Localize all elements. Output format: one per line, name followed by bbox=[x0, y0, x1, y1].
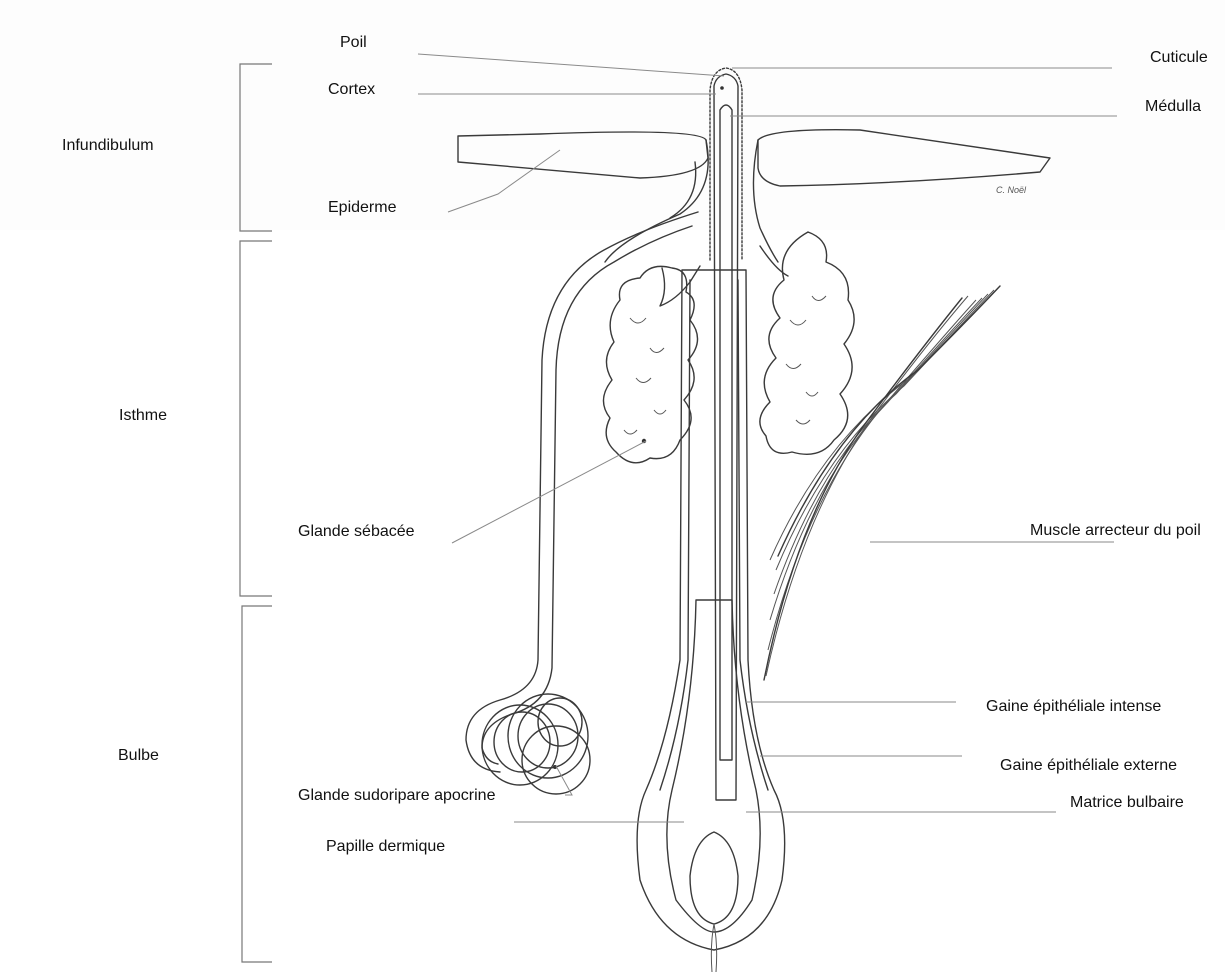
region-label-infundibulum: Infundibulum bbox=[62, 137, 154, 154]
label-matrice-bulbaire: Matrice bulbaire bbox=[1070, 794, 1184, 811]
label-muscle-arrecteur: Muscle arrecteur du poil bbox=[1030, 522, 1201, 539]
region-label-bulbe: Bulbe bbox=[118, 747, 159, 764]
artist-signature: C. Noël bbox=[996, 185, 1027, 195]
label-cuticule: Cuticule bbox=[1150, 49, 1208, 66]
label-gaine-externe: Gaine épithéliale externe bbox=[1000, 757, 1177, 774]
label-poil: Poil bbox=[340, 34, 367, 51]
label-gaine-interne: Gaine épithéliale intense bbox=[986, 698, 1161, 715]
region-label-isthme: Isthme bbox=[119, 407, 167, 424]
label-papille-dermique: Papille dermique bbox=[326, 838, 445, 855]
label-epiderme: Epiderme bbox=[328, 199, 397, 216]
label-medulla: Médulla bbox=[1145, 98, 1201, 115]
label-glande-sebacee: Glande sébacée bbox=[298, 523, 415, 540]
label-cortex: Cortex bbox=[328, 81, 375, 98]
label-glande-sudoripare: Glande sudoripare apocrine bbox=[298, 787, 496, 804]
